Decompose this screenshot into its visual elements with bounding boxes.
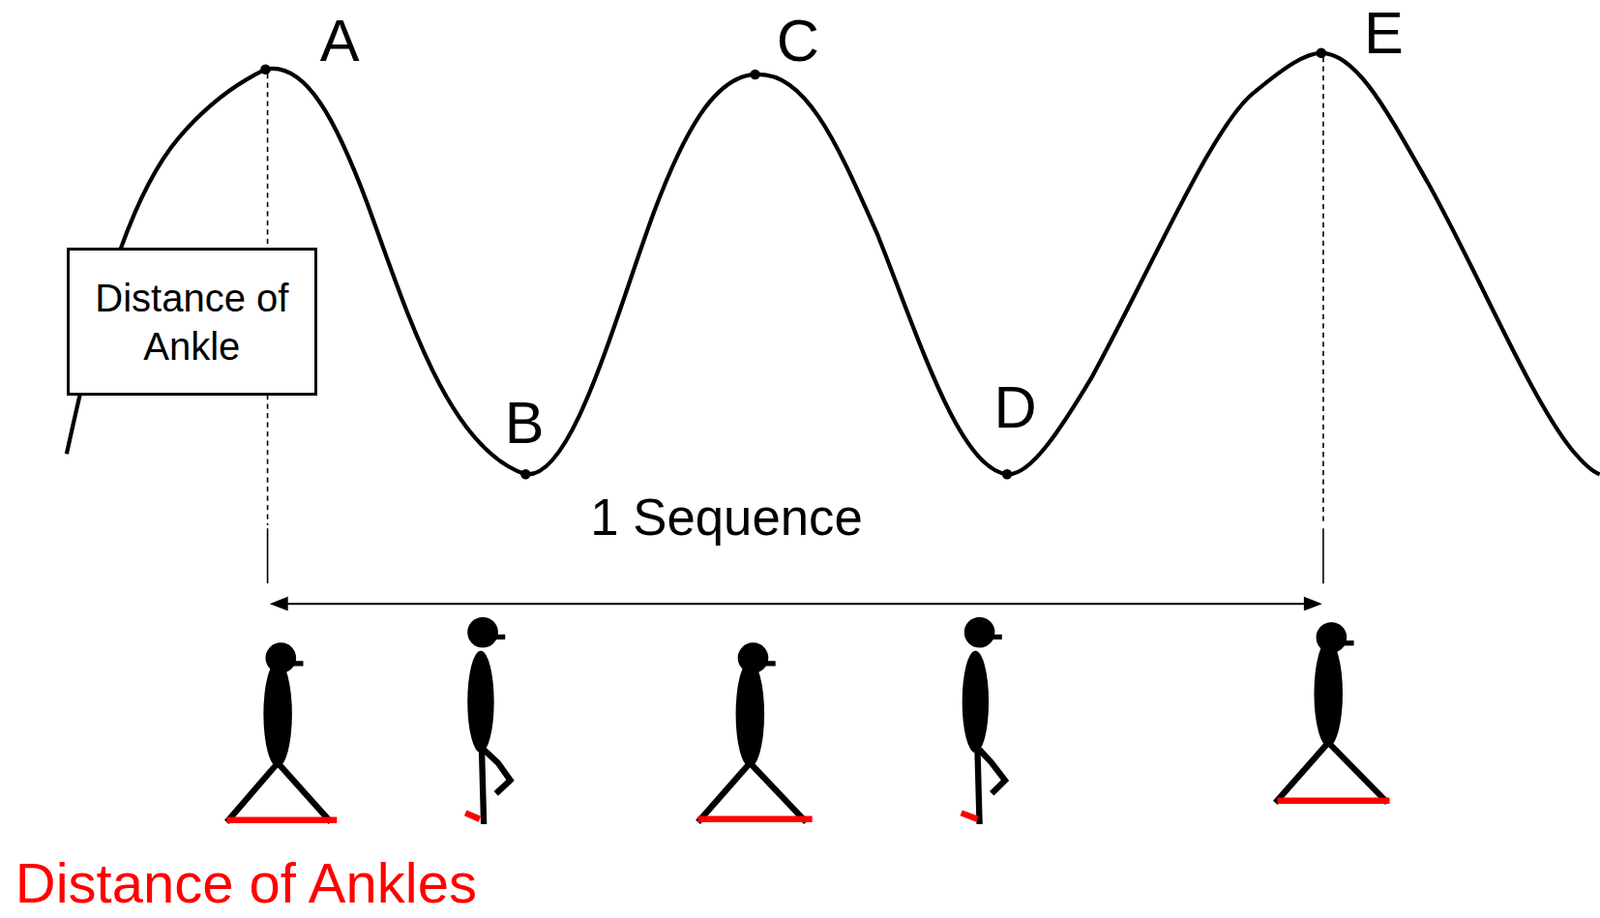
guide-lines — [267, 57, 1324, 604]
stick-figure — [226, 642, 337, 823]
arrow-head — [1303, 596, 1323, 612]
box-text: Distance of Ankle — [69, 273, 316, 371]
stick-figure — [698, 642, 813, 823]
ankle-distance-curve — [66, 53, 1600, 475]
point-dot — [1316, 48, 1328, 60]
guide-tick — [1322, 528, 1325, 584]
legend-caption: Distance of Ankles — [15, 855, 477, 912]
axis-label-box: Distance of Ankle — [66, 247, 319, 396]
point-label: D — [993, 378, 1037, 438]
point-dot — [1002, 469, 1013, 480]
ankle-distance-bar — [465, 812, 480, 819]
stick-figure — [1274, 622, 1390, 803]
stick-figure — [465, 617, 510, 825]
sequence-label: 1 Sequence — [590, 492, 863, 544]
point-dot — [260, 63, 271, 75]
ankle-distance-bar — [1276, 798, 1390, 804]
point-label: B — [504, 393, 545, 453]
sequence-span-line — [275, 602, 1317, 605]
ankle-distance-bar — [961, 812, 978, 819]
point-label: C — [776, 11, 820, 71]
point-label: A — [320, 11, 360, 71]
ankle-distance-bar — [226, 817, 337, 824]
guide-tick — [266, 528, 269, 584]
point-dot — [749, 69, 761, 81]
stick-figure — [961, 617, 1006, 825]
peak-dots — [260, 48, 1327, 480]
arrow-head — [269, 596, 289, 612]
point-dot — [520, 469, 532, 480]
point-label: E — [1363, 3, 1404, 63]
dashed-guide — [1322, 57, 1325, 526]
ankle-distance-bar — [698, 816, 813, 823]
